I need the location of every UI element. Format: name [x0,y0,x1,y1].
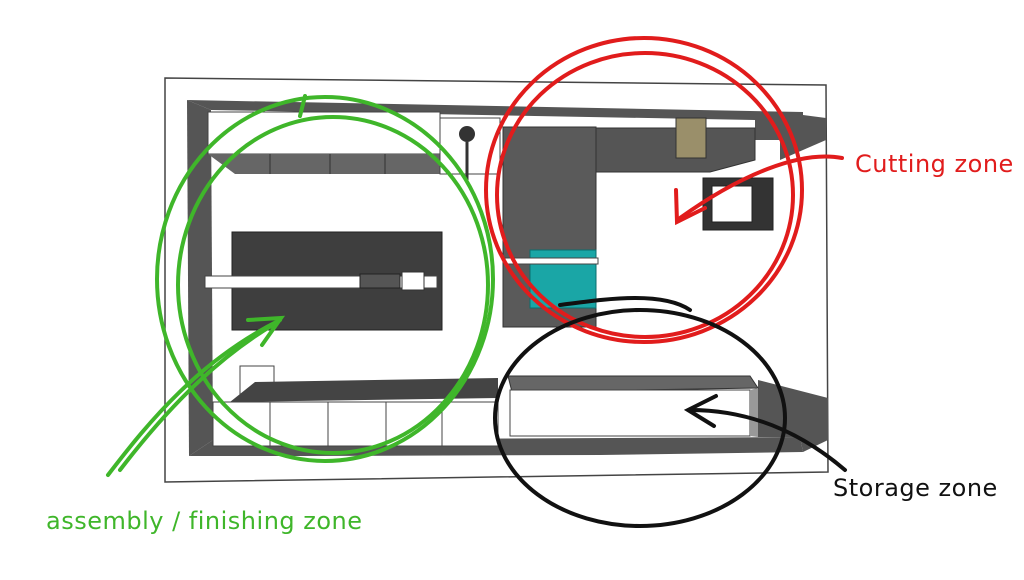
bandsaw [675,117,707,159]
cutting-zone-arrow [678,154,844,220]
cutting-zone-arrowhead [674,188,707,226]
right-lower-wall [758,380,828,452]
cutting-zone-circle [484,36,804,344]
cutting-zone-label: Cutting zone [855,150,1014,178]
top-wall [187,100,803,140]
right-upper-wall [780,112,826,160]
storage-zone-arrow [688,408,847,472]
cutting-zone-circle-2 [495,51,795,339]
storage-zone-arrowhead [683,394,718,428]
storage-zone-marker [493,296,847,528]
assembly-zone-arrow [106,318,282,477]
storage-rack [507,375,759,437]
floor-plan [164,77,829,483]
assembly-zone-label: assembly / finishing zone [46,507,363,535]
assembly-zone-circle [155,95,495,463]
storage-zone-circle [493,308,787,528]
assembly-zone-circle-2 [176,115,490,455]
saw-rail [504,257,599,265]
assembly-zone-arrowhead [246,315,286,347]
cutting-zone-marker [484,36,844,344]
assembly-table [204,231,443,331]
assembly-zone-marker [106,94,495,477]
lower-bench [212,378,499,447]
storage-zone-label: Storage zone [833,474,998,502]
